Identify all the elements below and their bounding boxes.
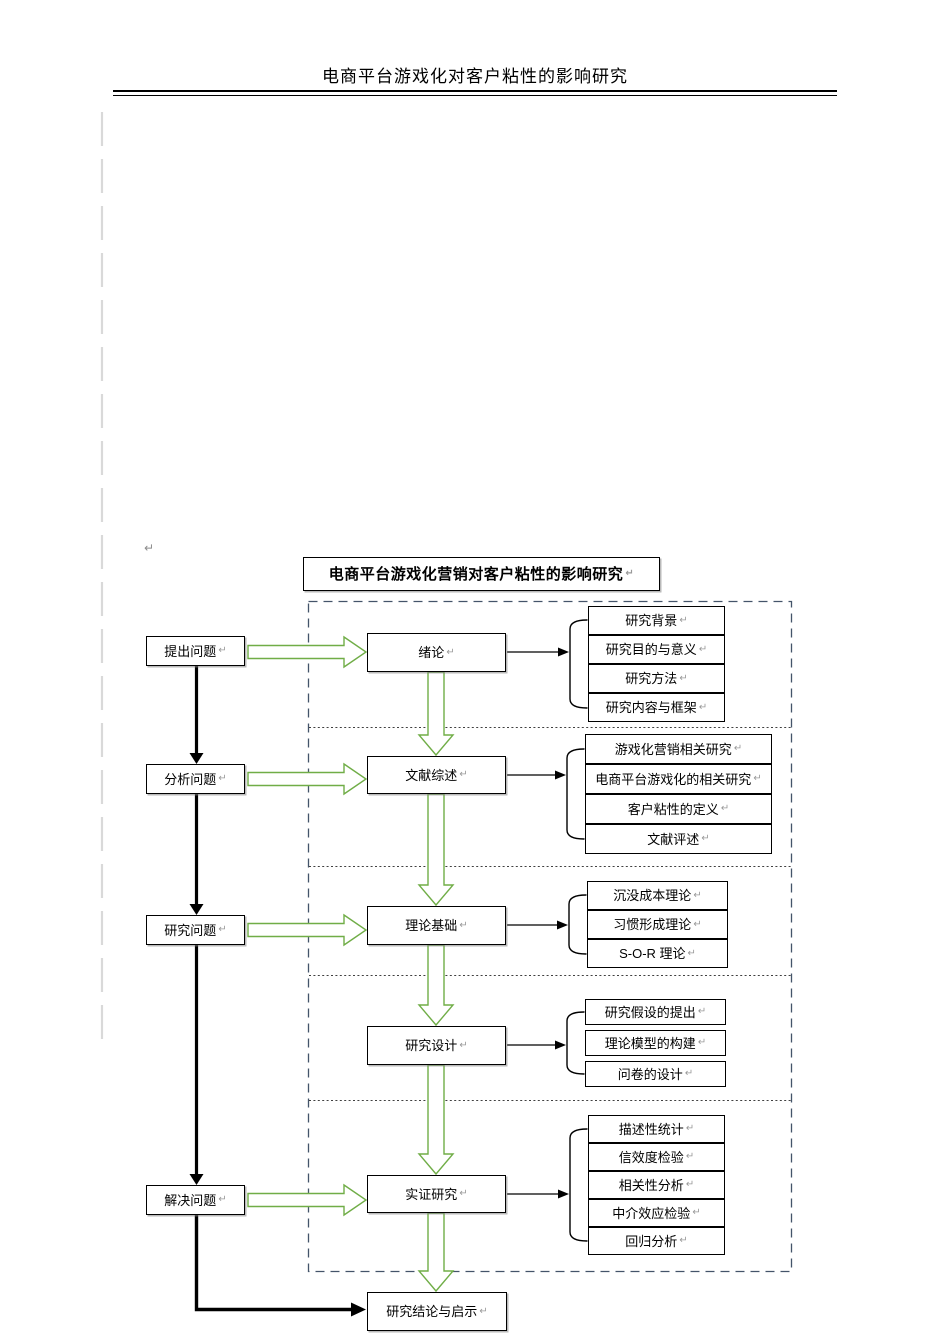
return-mark: ↵ bbox=[679, 614, 688, 626]
chapter-label: 研究设计 bbox=[405, 1038, 458, 1053]
group-item-label: 理论模型的构建 bbox=[604, 1035, 696, 1051]
return-mark: ↵ bbox=[218, 924, 227, 935]
chapter-box-1: 绪论↵ bbox=[367, 633, 506, 672]
left-step-box-1: 提出问题↵ bbox=[146, 636, 245, 666]
return-mark: ↵ bbox=[679, 1235, 688, 1246]
paragraph-mark: ↵ bbox=[144, 541, 155, 555]
group-brackets bbox=[566, 619, 588, 1242]
return-mark: ↵ bbox=[701, 833, 710, 844]
conclusion-box: 研究结论与启示↵ bbox=[367, 1292, 507, 1331]
group-item-label: 电商平台游戏化的相关研究 bbox=[595, 771, 752, 787]
left-step-label: 提出问题 bbox=[164, 643, 217, 659]
group-item-label: 回归分析 bbox=[625, 1233, 678, 1249]
group5-item-5: 回归分析↵ bbox=[588, 1227, 725, 1255]
return-mark: ↵ bbox=[720, 803, 730, 814]
header-rule-thin bbox=[113, 95, 837, 96]
group5-item-4: 中介效应检验↵ bbox=[588, 1199, 725, 1227]
left-step-label: 解决问题 bbox=[164, 1192, 217, 1208]
group2-item-4: 文献评述↵ bbox=[585, 824, 772, 854]
return-mark: ↵ bbox=[459, 919, 468, 931]
return-mark: ↵ bbox=[698, 701, 708, 713]
group1-item-2: 研究目的与意义↵ bbox=[588, 635, 725, 664]
return-mark: ↵ bbox=[479, 1305, 488, 1317]
return-mark: ↵ bbox=[679, 672, 688, 684]
group5-item-3: 相关性分析↵ bbox=[588, 1171, 725, 1199]
group-item-label: 研究方法 bbox=[625, 671, 678, 686]
return-mark: ↵ bbox=[693, 918, 702, 930]
group-item-label: 文献评述 bbox=[647, 831, 700, 847]
group1-item-1: 研究背景↵ bbox=[588, 606, 725, 635]
chapter-box-5: 实证研究↵ bbox=[367, 1175, 506, 1213]
return-mark: ↵ bbox=[698, 643, 708, 655]
left-step-box-4: 解决问题↵ bbox=[146, 1185, 245, 1215]
return-mark: ↵ bbox=[446, 646, 455, 658]
diagram-title-box: 电商平台游戏化营销对客户粘性的影响研究↵ bbox=[303, 557, 660, 591]
group2-item-3: 客户粘性的定义↵ bbox=[585, 794, 772, 824]
group-item-label: 信效度检验 bbox=[618, 1149, 684, 1165]
return-mark: ↵ bbox=[697, 1006, 707, 1017]
return-mark: ↵ bbox=[459, 1039, 468, 1051]
group3-item-2: 习惯形成理论↵ bbox=[587, 910, 728, 939]
group3-item-3: S-O-R 理论↵ bbox=[587, 939, 728, 968]
chapter-box-2: 文献综述↵ bbox=[367, 756, 506, 794]
group2-item-1: 游戏化营销相关研究↵ bbox=[585, 734, 772, 764]
return-mark: ↵ bbox=[692, 1207, 701, 1218]
left-step-label: 研究问题 bbox=[164, 922, 217, 938]
left-step-box-3: 研究问题↵ bbox=[146, 915, 245, 945]
group-item-label: 研究背景 bbox=[625, 613, 678, 628]
group-item-label: S-O-R 理论 bbox=[619, 946, 686, 961]
group-item-label: 问卷的设计 bbox=[617, 1066, 683, 1082]
chapter-label: 理论基础 bbox=[405, 918, 458, 933]
group-item-label: 描述性统计 bbox=[618, 1121, 684, 1137]
return-mark: ↵ bbox=[685, 1123, 695, 1134]
chapter-box-4: 研究设计↵ bbox=[367, 1026, 506, 1065]
return-mark: ↵ bbox=[753, 773, 762, 784]
page-header-title: 电商平台游戏化对客户粘性的影响研究 bbox=[322, 67, 628, 86]
return-mark: ↵ bbox=[218, 773, 227, 784]
group5-item-2: 信效度检验↵ bbox=[588, 1143, 725, 1171]
group-item-label: 游戏化营销相关研究 bbox=[614, 741, 732, 757]
return-mark: ↵ bbox=[684, 1068, 694, 1079]
return-mark: ↵ bbox=[459, 1188, 468, 1199]
group-item-label: 沉没成本理论 bbox=[613, 888, 692, 903]
group1-item-3: 研究方法↵ bbox=[588, 664, 725, 693]
group-item-label: 客户粘性的定义 bbox=[627, 801, 719, 817]
chapter-box-3: 理论基础↵ bbox=[367, 906, 506, 945]
left-step-box-2: 分析问题↵ bbox=[146, 764, 245, 794]
group4-item-3: 问卷的设计↵ bbox=[585, 1061, 726, 1087]
return-mark: ↵ bbox=[625, 568, 635, 579]
group-item-label: 习惯形成理论 bbox=[613, 917, 692, 932]
return-mark: ↵ bbox=[687, 947, 696, 959]
left-step-label: 分析问题 bbox=[164, 771, 217, 787]
chapter-label: 文献综述 bbox=[405, 767, 458, 783]
group-item-label: 相关性分析 bbox=[618, 1177, 684, 1193]
group5-item-1: 描述性统计↵ bbox=[588, 1115, 725, 1143]
return-mark: ↵ bbox=[218, 1194, 227, 1205]
header-rule-thick bbox=[113, 90, 837, 92]
conclusion-label: 研究结论与启示 bbox=[386, 1304, 478, 1319]
chapter-to-group-arrows bbox=[507, 647, 569, 1199]
return-mark: ↵ bbox=[733, 743, 743, 754]
group-item-label: 中介效应检验 bbox=[612, 1205, 691, 1221]
return-mark: ↵ bbox=[685, 1179, 695, 1190]
return-mark: ↵ bbox=[685, 1151, 695, 1162]
group1-item-4: 研究内容与框架↵ bbox=[588, 693, 725, 722]
return-mark: ↵ bbox=[459, 769, 468, 780]
return-mark: ↵ bbox=[697, 1037, 707, 1048]
return-mark: ↵ bbox=[218, 645, 227, 656]
group-item-label: 研究假设的提出 bbox=[604, 1004, 696, 1020]
group3-item-1: 沉没成本理论↵ bbox=[587, 881, 728, 910]
group-item-label: 研究目的与意义 bbox=[605, 642, 697, 657]
group-item-label: 研究内容与框架 bbox=[605, 700, 697, 715]
chapter-label: 实证研究 bbox=[405, 1186, 458, 1202]
diagram-title-label: 电商平台游戏化营销对客户粘性的影响研究 bbox=[328, 565, 624, 583]
group4-item-1: 研究假设的提出↵ bbox=[585, 999, 726, 1025]
group2-item-2: 电商平台游戏化的相关研究↵ bbox=[585, 764, 772, 794]
group4-item-2: 理论模型的构建↵ bbox=[585, 1030, 726, 1056]
chapter-label: 绪论 bbox=[418, 645, 445, 660]
return-mark: ↵ bbox=[693, 889, 702, 901]
